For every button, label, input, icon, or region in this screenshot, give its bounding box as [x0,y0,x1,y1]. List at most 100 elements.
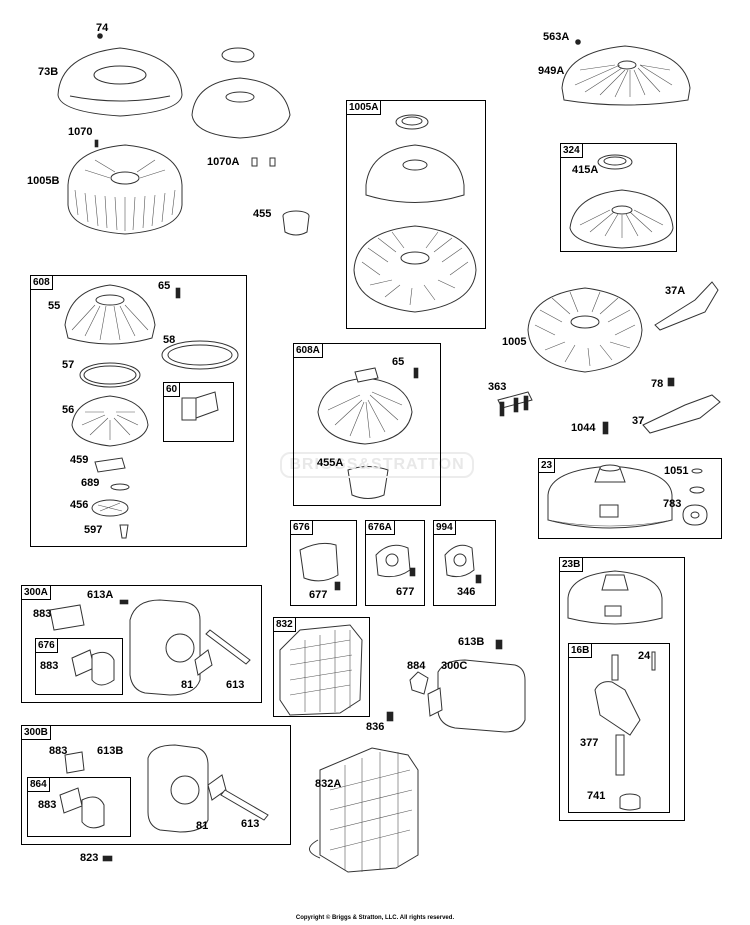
part-label-455[interactable]: 455 [253,208,272,220]
group-box-832[interactable]: 832 [273,617,370,717]
blower-cover-73B-drawing [57,33,183,117]
part-label-37A[interactable]: 37A [665,285,686,297]
fan-1005-drawing [527,287,643,373]
group-tag-300B: 300B [21,725,51,740]
terminal-363-drawing [497,391,533,417]
part-label-24[interactable]: 24 [638,650,651,662]
part-label-883-676[interactable]: 883 [40,660,59,672]
part-label-1070[interactable]: 1070 [68,126,93,138]
part-label-81-300B[interactable]: 81 [196,820,209,832]
part-label-377[interactable]: 377 [580,737,599,749]
group-tag-23: 23 [538,458,556,473]
part-label-65-608A[interactable]: 65 [392,356,405,368]
crankshaft-16B-drawing [594,651,656,811]
screen-949A-drawing [561,39,691,106]
part-label-74[interactable]: 74 [96,22,109,34]
group-box-676[interactable]: 676 [290,520,357,606]
part-label-1044[interactable]: 1044 [571,422,596,434]
group-tag-300A: 300A [21,585,51,600]
part-label-613-300A[interactable]: 613 [226,679,245,691]
group-tag-23B: 23B [559,557,584,572]
part-label-563A[interactable]: 563A [543,31,570,43]
part-label-741[interactable]: 741 [587,790,606,802]
part-label-884[interactable]: 884 [407,660,426,672]
part-label-81-300A[interactable]: 81 [181,679,194,691]
part-label-883-864[interactable]: 883 [38,799,57,811]
guard-832-drawing [279,624,363,716]
cover-1070A-drawing [94,47,291,167]
group-box-23[interactable]: 23 [538,458,722,539]
group-tag-608A: 608A [293,343,323,358]
part-label-613A[interactable]: 613A [87,589,114,601]
group-box-1005A[interactable]: 1005A [346,100,486,329]
group-tag-676: 676 [290,520,313,535]
part-label-1070A[interactable]: 1070A [207,156,240,168]
part-label-55[interactable]: 55 [48,300,61,312]
part-label-415A[interactable]: 415A [572,164,599,176]
group-box-16B[interactable]: 16B [568,643,670,813]
group-box-608A[interactable]: 608A [293,343,441,506]
part-label-613B[interactable]: 613B [458,636,485,648]
part-label-689[interactable]: 689 [81,477,100,489]
part-label-832A[interactable]: 832A [315,778,342,790]
baffles-37-drawing [602,281,721,435]
group-tag-832: 832 [273,617,296,632]
group-box-608[interactable]: 608 [30,275,247,547]
part-label-783[interactable]: 783 [663,498,682,510]
group-box-864[interactable]: 864 [27,777,131,837]
drawings-608 [64,284,239,539]
group-box-994[interactable]: 994 [433,520,496,606]
part-label-836[interactable]: 836 [366,721,385,733]
group-box-676-sub[interactable]: 676 [35,638,123,695]
flywheel-23B-drawing [567,570,663,625]
part-label-455A[interactable]: 455A [317,457,344,469]
part-label-57[interactable]: 57 [62,359,75,371]
part-label-677-676A[interactable]: 677 [396,586,415,598]
part-label-73B[interactable]: 73B [38,66,59,78]
part-label-459[interactable]: 459 [70,454,89,466]
part-label-597[interactable]: 597 [84,524,103,536]
drawings-300A [49,599,251,696]
part-label-58[interactable]: 58 [163,334,176,346]
cup-455-drawing [282,210,310,236]
part-label-65-608[interactable]: 65 [158,280,171,292]
part-label-56[interactable]: 56 [62,404,75,416]
group-box-324[interactable]: 324 [560,143,677,252]
part-label-613-300B[interactable]: 613 [241,818,260,830]
part-label-37[interactable]: 37 [632,415,645,427]
part-label-363[interactable]: 363 [488,381,507,393]
part-label-613B-300B[interactable]: 613B [97,745,124,757]
part-label-1005B[interactable]: 1005B [27,175,60,187]
group-tag-676A: 676A [365,520,395,535]
part-label-883-300B[interactable]: 883 [49,745,68,757]
part-label-677-676[interactable]: 677 [309,589,328,601]
drawings-300B [59,744,269,862]
part-label-949A[interactable]: 949A [538,65,565,77]
group-box-300A[interactable]: 300A [21,585,262,703]
part-label-78[interactable]: 78 [651,378,664,390]
part-label-346[interactable]: 346 [457,586,476,598]
part-label-456[interactable]: 456 [70,499,89,511]
drawings-300C [386,639,526,733]
copyright-notice: Copyright © Briggs & Stratton, LLC. All … [295,915,455,921]
part-label-300C[interactable]: 300C [441,660,468,672]
part-label-883-300A[interactable]: 883 [33,608,52,620]
part-label-1005[interactable]: 1005 [502,336,527,348]
group-tag-16B: 16B [568,643,593,658]
group-box-60[interactable]: 60 [163,382,234,442]
group-box-23B[interactable]: 23B [559,557,685,821]
part-label-1051[interactable]: 1051 [664,465,689,477]
drawings-608A [317,367,419,499]
fan-1005B-drawing [67,144,183,235]
group-tag-324: 324 [560,143,583,158]
part-label-823[interactable]: 823 [80,852,99,864]
watermark: BRIGGS&STRATTON [280,452,474,478]
group-box-300B[interactable]: 300B [21,725,291,845]
group-tag-1005A: 1005A [346,100,382,115]
group-box-676A[interactable]: 676A [365,520,425,606]
group-tag-60: 60 [163,382,181,397]
group-tag-608: 608 [30,275,53,290]
group-tag-676-sub: 676 [35,638,58,653]
flywheel-23-drawing [547,464,708,529]
